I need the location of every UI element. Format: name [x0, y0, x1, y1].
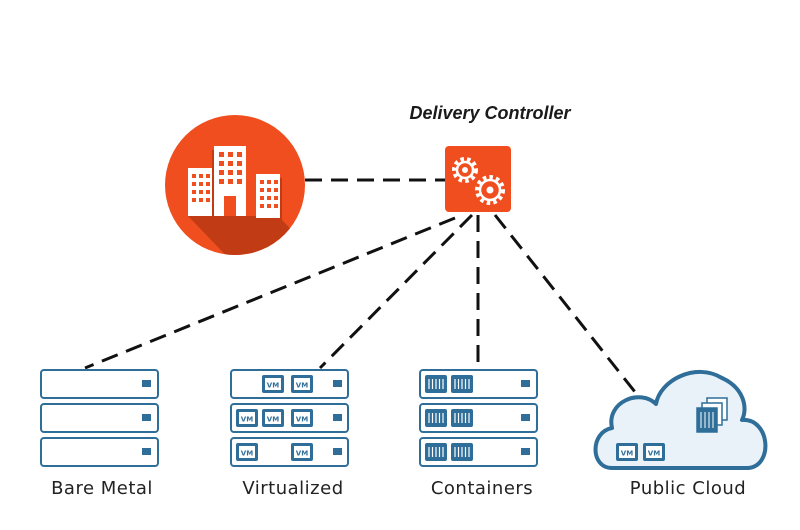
container-chip-icon — [451, 409, 473, 427]
svg-text:VM: VM — [296, 382, 308, 390]
gears-icon — [445, 146, 511, 212]
vm-chip-icon: VM — [291, 375, 313, 393]
vm-server-stack-icon: VM VM VM VM VM VM VM — [230, 369, 349, 467]
cloud-icon: VM VM — [593, 370, 768, 470]
server-stack-icon — [40, 369, 159, 467]
controller-title: Delivery Controller — [409, 103, 571, 123]
container-chip-icon — [451, 375, 473, 393]
svg-text:VM: VM — [241, 416, 253, 424]
label-containers: Containers — [430, 478, 534, 499]
vm-chip-icon: VM — [291, 443, 313, 461]
label-bare-metal: Bare Metal — [51, 478, 153, 499]
vm-chips: VM VM VM VM VM VM VM — [236, 375, 313, 461]
svg-text:VM: VM — [296, 416, 308, 424]
container-chip-icon — [425, 409, 447, 427]
vm-chip-icon: VM — [262, 375, 284, 393]
connector-bare-metal — [84, 216, 456, 370]
vm-chip-icon: VM — [643, 443, 665, 461]
svg-text:VM: VM — [296, 450, 308, 458]
vm-chip-icon: VM — [236, 443, 258, 461]
cloud-vm-chips: VM VM — [616, 443, 665, 461]
container-chip-icon — [425, 375, 447, 393]
vm-chip-icon: VM — [262, 409, 284, 427]
vm-chip-icon: VM — [291, 409, 313, 427]
container-chips — [425, 375, 473, 461]
container-chip-icon — [451, 443, 473, 461]
container-server-stack-icon — [419, 369, 538, 467]
vm-chip-icon: VM — [236, 409, 258, 427]
svg-text:VM: VM — [267, 382, 279, 390]
office-buildings-icon — [165, 115, 305, 255]
connector-lines — [84, 178, 637, 393]
label-virtualized: Virtualized — [242, 478, 344, 499]
svg-text:VM: VM — [267, 416, 279, 424]
container-stack-icon — [696, 397, 728, 433]
svg-text:VM: VM — [621, 450, 633, 458]
label-public-cloud: Public Cloud — [629, 478, 747, 499]
connector-public-cloud — [493, 214, 637, 393]
svg-text:VM: VM — [648, 450, 660, 458]
container-chip-icon — [425, 443, 447, 461]
svg-text:VM: VM — [241, 450, 253, 458]
connector-virtualized — [318, 213, 474, 370]
vm-chip-icon: VM — [616, 443, 638, 461]
